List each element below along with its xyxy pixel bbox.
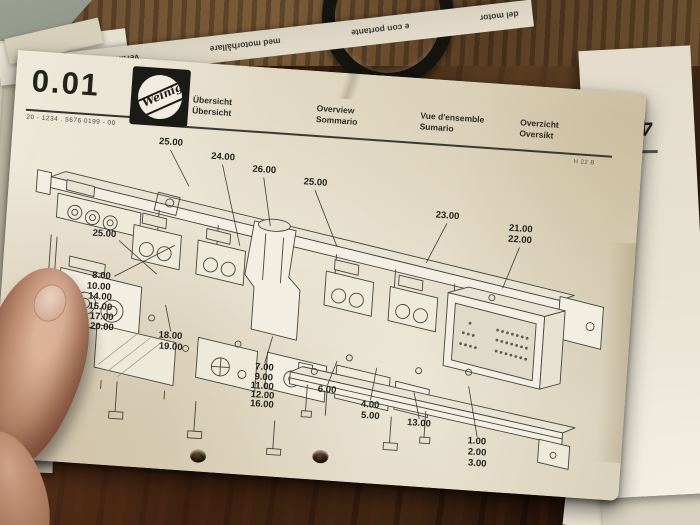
callout-leader-line: [170, 149, 190, 187]
callout-leader-line: [222, 164, 241, 247]
callout-label: 23.00: [435, 210, 459, 223]
header-column-de: Übersicht Übersicht: [192, 94, 233, 119]
header-label: Oversikt: [519, 128, 554, 141]
callout-label: 24.00: [211, 151, 235, 164]
callout-leader-line: [413, 392, 420, 419]
callout-label: 9.00: [254, 371, 273, 383]
callout-leader-line: [263, 177, 271, 227]
callout-leader-line: [264, 336, 274, 364]
callout-label: 8.00: [92, 270, 111, 282]
callout-label: 14.00: [88, 291, 112, 304]
callout-leader-line: [326, 360, 338, 386]
header-label: Sommario: [315, 113, 358, 127]
callout-leader-line: [118, 240, 157, 275]
callout-label: 25.00: [303, 176, 327, 189]
callout-label: 7.00: [255, 361, 274, 373]
callout-leader-line: [165, 304, 172, 332]
header-column-en-it: Overview Sommario: [315, 103, 358, 128]
callout-label: 17.00: [89, 311, 113, 324]
header-column-fr-es: Vue d'ensemble Sumario: [419, 110, 484, 136]
callout-label: 12.00: [250, 389, 274, 402]
header-column-nl-sv: Overzicht Oversikt: [519, 117, 559, 142]
page-crease: [301, 69, 400, 103]
callout-leader-line: [425, 223, 448, 264]
callout-leader-line: [468, 386, 478, 438]
flipped-text-fragment: med motorhållare: [209, 36, 282, 55]
callout-label: 21.00: [508, 223, 532, 236]
callout-leader-line: [502, 247, 520, 289]
flipped-text-fragment: e con portante: [350, 22, 411, 39]
section-number: 0.01: [30, 63, 102, 103]
header-label: Übersicht: [191, 105, 232, 119]
callout-label: 26.00: [252, 164, 276, 177]
callout-label: 15.00: [88, 301, 112, 314]
punch-hole: [189, 449, 207, 464]
flipped-text-fragment: del motor: [479, 9, 520, 24]
callout-label: 3.00: [468, 457, 487, 469]
callout-label: 2.00: [467, 446, 486, 458]
callout-leader-line: [370, 367, 378, 401]
manual-page: 0.01 20 - 1234 . 5676 0199 - 00 Weinig Ü…: [0, 50, 647, 501]
callout-label: 22.00: [508, 234, 532, 247]
machine-line-art: [35, 169, 604, 470]
weinig-logo: Weinig: [129, 66, 192, 128]
callout-label: 25.00: [92, 228, 116, 241]
callout-label: 1.00: [467, 435, 486, 447]
callout-label: 4.00: [360, 399, 379, 411]
callout-label: 13.00: [407, 417, 431, 430]
callout-leader-line: [314, 189, 338, 247]
callout-label: 5.00: [361, 410, 380, 422]
callout-leader-line: [114, 245, 175, 277]
callout-label: 25.00: [159, 136, 183, 149]
callout-label: 20.00: [90, 321, 114, 334]
callout-label: 11.00: [250, 380, 274, 393]
callout-label: 18.00: [158, 330, 182, 343]
callout-label: 19.00: [158, 341, 182, 354]
callout-label: 16.00: [250, 398, 274, 411]
callout-label: 6.00: [317, 384, 336, 396]
callout-label: 10.00: [86, 280, 110, 293]
weinig-logo-circle: Weinig: [136, 73, 184, 121]
